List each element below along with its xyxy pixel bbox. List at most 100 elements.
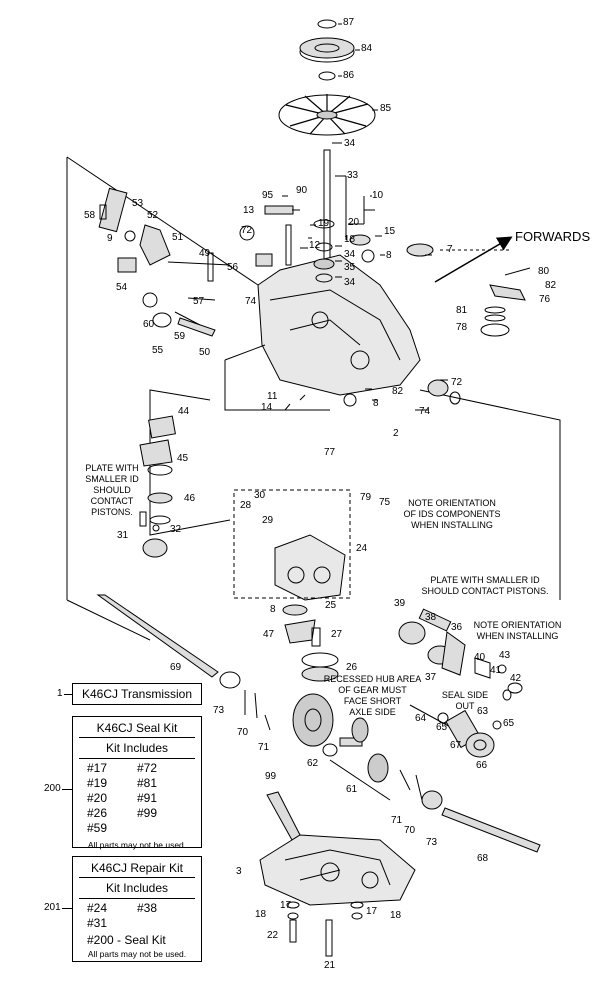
part-label-61: 61 [346, 784, 358, 795]
part-label-57: 57 [193, 296, 205, 307]
part-label-69: 69 [170, 662, 182, 673]
part-label-3: 3 [236, 866, 242, 877]
part-label-43: 43 [499, 650, 511, 661]
kit-item: #20 [87, 791, 108, 805]
kit-item: #17 [87, 761, 108, 775]
part-label-70b: 70 [404, 825, 416, 836]
part-label-9: 9 [107, 233, 113, 244]
part-label-78: 78 [456, 322, 468, 333]
part-label-21: 21 [324, 960, 336, 971]
part-label-36: 36 [451, 622, 463, 633]
part-label-62: 62 [307, 758, 319, 769]
center-section-part [274, 534, 346, 601]
part-label-90: 90 [296, 185, 308, 196]
part-label-79: 79 [360, 492, 372, 503]
part-label-41: 41 [490, 665, 502, 676]
transmission-box: K46CJ Transmission [72, 683, 202, 705]
part-label-71b: 71 [391, 815, 403, 826]
sealant-tube-part [266, 791, 301, 841]
left-axle-part [96, 594, 219, 678]
control-rod-part [167, 261, 231, 266]
part-label-67: 67 [450, 740, 462, 751]
part-label-53: 53 [132, 198, 144, 209]
part-label-10: 10 [372, 190, 384, 201]
part-label-33: 33 [347, 170, 359, 181]
part-label-52: 52 [147, 210, 159, 221]
part-label-11: 11 [267, 391, 278, 402]
part-label-39: 39 [394, 598, 406, 609]
seal-kit-title: K46CJ Seal Kit [96, 721, 178, 735]
bracket-part [139, 224, 171, 266]
kit-item: #24 [87, 901, 108, 915]
part-label-13: 13 [243, 205, 255, 216]
part-label-29: 29 [262, 515, 274, 526]
part-label-74: 74 [245, 296, 257, 307]
kit-item: #72 [137, 761, 158, 775]
part-label-86: 86 [343, 70, 355, 81]
repair-kit-items: #24#38 #31 [73, 899, 201, 933]
part-label-80: 80 [538, 266, 550, 277]
shift-arm-part [98, 187, 128, 233]
right-axle-part [441, 807, 541, 853]
lower-housing-part [259, 834, 416, 906]
part-label-51: 51 [172, 232, 184, 243]
part-label-8c: 8 [270, 604, 276, 615]
forwards-label: FORWARDS [515, 229, 591, 244]
part-label-63: 63 [477, 706, 489, 717]
key-part [318, 71, 336, 81]
part-label-70: 70 [237, 727, 249, 738]
part-label-99: 99 [265, 771, 277, 782]
seal-kit-ref: 200 [44, 783, 61, 794]
part-label-40: 40 [474, 652, 486, 663]
transmission-title: K46CJ Transmission [81, 687, 193, 701]
part-label-24: 24 [356, 543, 368, 554]
part-label-74b: 74 [419, 406, 431, 417]
part-label-84: 84 [361, 43, 373, 54]
part-label-8b: 8 [373, 398, 379, 409]
part-label-59: 59 [174, 331, 186, 342]
part-label-44: 44 [178, 406, 190, 417]
part-label-34b: 34 [344, 249, 356, 260]
pin-part [207, 252, 214, 282]
repair-kit-item-seal: #200 - Seal Kit [87, 933, 166, 947]
part-label-82: 82 [545, 280, 557, 291]
part-label-75: 75 [379, 497, 391, 508]
part-label-34c: 34 [344, 277, 356, 288]
upper-housing-part [257, 254, 421, 396]
part-label-15: 15 [384, 226, 396, 237]
part-label-34: 34 [344, 138, 356, 149]
part-label-56: 56 [227, 262, 239, 273]
part-label-2: 2 [393, 428, 399, 439]
part-label-71: 71 [258, 742, 270, 753]
part-label-68: 68 [477, 853, 489, 864]
part-label-20: 20 [348, 217, 360, 228]
part-label-31: 31 [117, 530, 129, 541]
part-label-7: 7 [447, 244, 453, 255]
part-label-65b: 65 [503, 718, 515, 729]
part-label-60: 60 [143, 319, 155, 330]
kit-item: #59 [87, 821, 108, 835]
part-label-50: 50 [199, 347, 211, 358]
part-label-22: 22 [267, 930, 279, 941]
part-label-18b: 18 [390, 910, 402, 921]
part-label-55: 55 [152, 345, 164, 356]
part-label-65: 65 [436, 722, 448, 733]
part-label-95: 95 [262, 190, 274, 201]
spring-part [480, 323, 510, 337]
seal-kit-box: K46CJ Seal Kit Kit Includes #17#72 #19#8… [72, 716, 202, 850]
part-label-18: 18 [255, 909, 267, 920]
part-label-73: 73 [213, 705, 225, 716]
part-label-54: 54 [116, 282, 128, 293]
part-label-72b: 72 [451, 377, 463, 388]
part-label-46: 46 [184, 493, 196, 504]
repair-kit-box: K46CJ Repair Kit Kit Includes #24#38 #31… [72, 856, 202, 962]
part-label-18: 18 [344, 234, 356, 245]
part-label-45: 45 [177, 453, 189, 464]
part-label-17b: 17 [366, 906, 378, 917]
kit-item: #31 [87, 916, 108, 930]
part-label-66: 66 [476, 760, 488, 771]
part-label-38: 38 [425, 612, 437, 623]
